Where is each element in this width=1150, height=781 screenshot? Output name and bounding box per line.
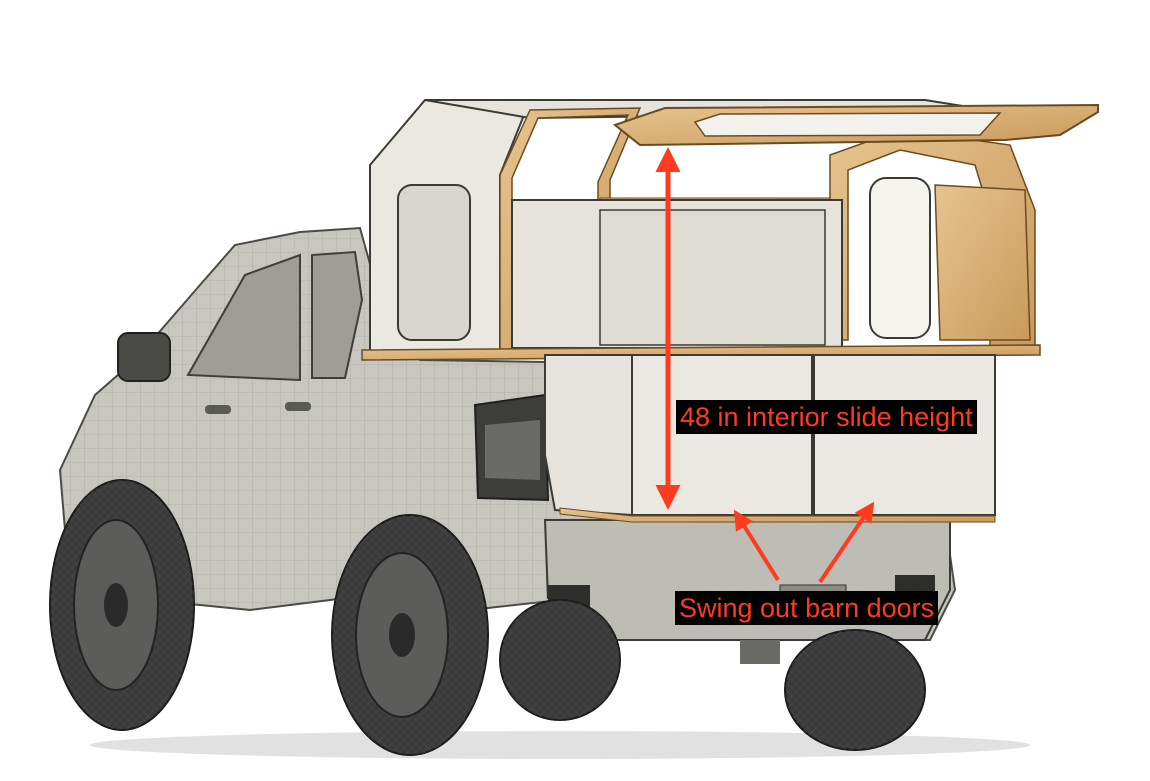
front-wheel [49, 479, 195, 731]
door-handles [205, 402, 311, 414]
height-annotation-label: 48 in interior slide height [676, 400, 977, 434]
door-pointer-arrow-left [733, 509, 780, 582]
tail-light [473, 393, 550, 502]
lower-side-panel [544, 354, 633, 517]
truck-cab-windows [186, 250, 364, 382]
side-mirror [117, 332, 171, 382]
raised-roof-lid [612, 103, 1099, 147]
ground-shadow [90, 731, 1030, 759]
slide-out-box [511, 199, 843, 349]
door-pointer-arrow-right [818, 501, 875, 584]
door-bottom-trim [559, 507, 996, 523]
barn-door-left [631, 354, 813, 516]
rear-wheel-right [499, 599, 621, 721]
camper-side-panel [369, 99, 532, 353]
barn-door-right [813, 354, 996, 516]
spare-wheel [784, 629, 926, 751]
rear-wheel-left [331, 514, 489, 756]
barn-doors-annotation-label: Swing out barn doors [675, 591, 939, 625]
